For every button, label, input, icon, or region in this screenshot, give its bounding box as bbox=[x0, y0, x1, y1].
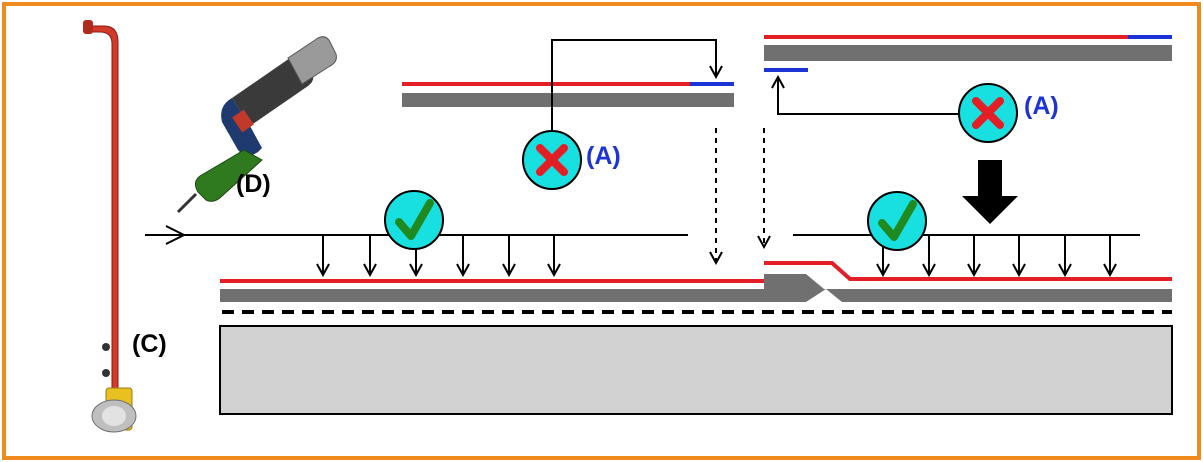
membrane-upper-right-body bbox=[764, 45, 1172, 61]
press-line-left-arrowhead bbox=[165, 225, 187, 245]
base-slab bbox=[219, 325, 1173, 415]
press-arrows-right bbox=[883, 235, 1110, 274]
label-d: (D) bbox=[236, 170, 271, 198]
membrane-lower-left-body bbox=[220, 289, 764, 302]
membrane-upper-right-loose-edge bbox=[764, 68, 808, 72]
connector-right bbox=[778, 78, 962, 115]
x-mark-icon bbox=[522, 130, 582, 190]
x-mark-icon bbox=[958, 83, 1018, 143]
pressure-arrow-icon bbox=[962, 160, 1018, 224]
membrane-upper-right-edge bbox=[1128, 35, 1172, 39]
membrane-lower-left-top bbox=[220, 279, 764, 283]
membrane-upper-left-edge bbox=[690, 82, 734, 86]
label-c: (C) bbox=[132, 330, 167, 358]
pressure-roller-icon bbox=[83, 20, 137, 433]
membrane-upper-left-body bbox=[402, 93, 734, 107]
overlap-joint-top bbox=[764, 261, 1172, 281]
overlap-joint-body bbox=[764, 274, 1172, 302]
label-a-right: (A) bbox=[1024, 92, 1059, 120]
label-a-left: (A) bbox=[586, 142, 621, 170]
heat-gun-icon bbox=[176, 36, 337, 214]
connector-left bbox=[551, 39, 716, 135]
membrane-upper-left-top bbox=[402, 82, 690, 86]
membrane-upper-right-top bbox=[764, 35, 1128, 39]
check-mark-icon bbox=[867, 191, 927, 251]
check-mark-icon bbox=[384, 190, 444, 250]
